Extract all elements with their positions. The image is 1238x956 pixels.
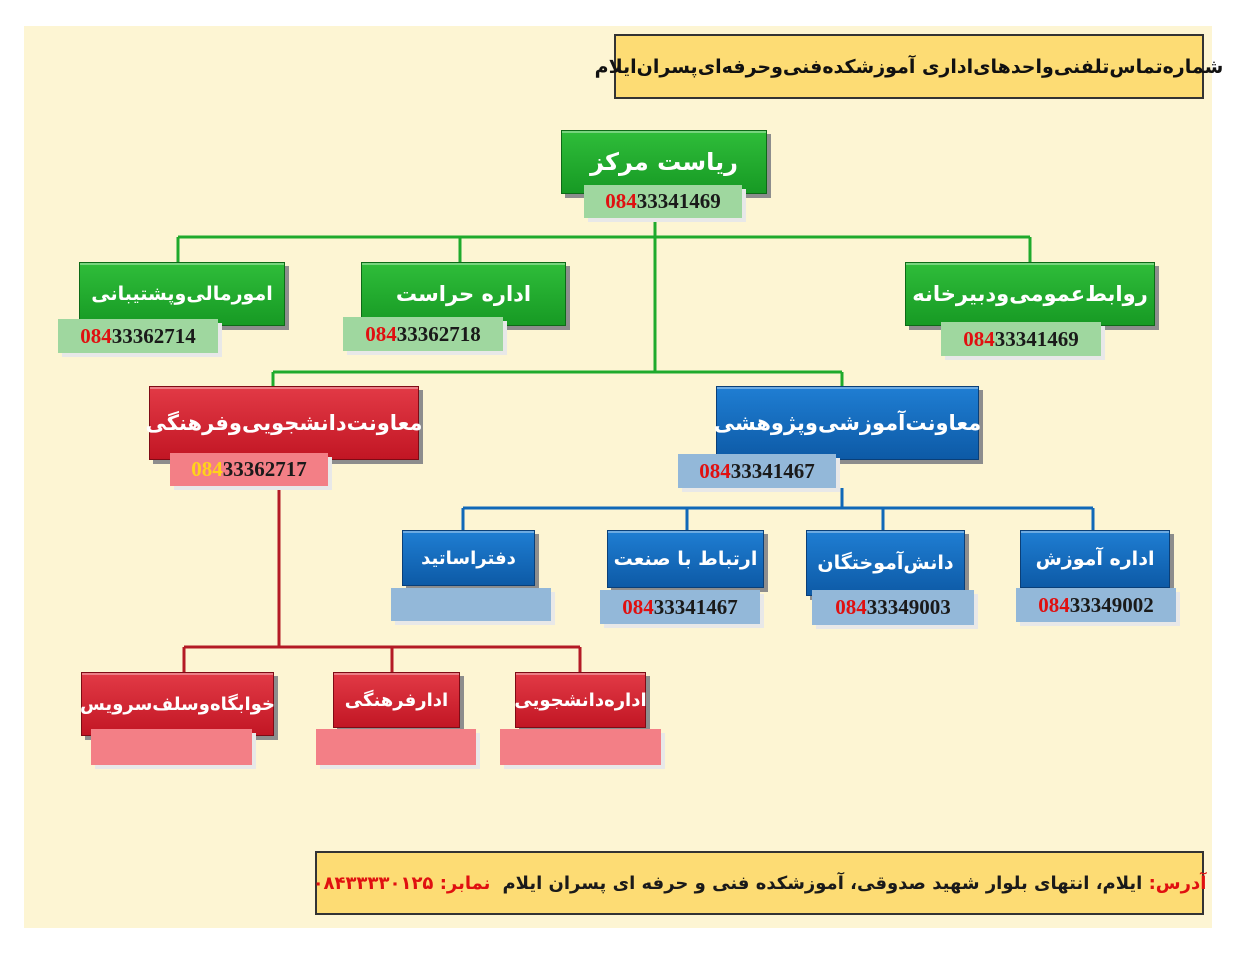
phone-dorm-food (91, 729, 252, 765)
node-public-relations: روابط‌عمومی‌ودبیرخانه (905, 262, 1155, 326)
node-dorm-food: خوابگاه‌وسلف‌سرویس (80, 672, 275, 736)
node-cultural-office: ادارفرهنگی (333, 672, 460, 728)
phone-cultural-office (316, 729, 476, 765)
footer-fax: نمابر: ۰۸۴۳۳۳۳۰۱۲۵ (312, 872, 491, 894)
node-student-office: اداره‌دانشجویی (514, 672, 647, 728)
node-student-affairs: معاونت‌دانشجویی‌وفرهنگی (145, 386, 423, 460)
phone-student-office (500, 729, 661, 765)
node-education-affairs: معاونت‌آموزشی‌وپژوهشی (714, 386, 981, 460)
node-industry-relations: ارتباط با صنعت (607, 530, 764, 588)
node-education-office: اداره آموزش (1020, 530, 1170, 588)
chart-title-banner: شماره‌تماس‌تلفنی‌واحدهای‌اداری آموزشکده‌… (595, 34, 1223, 99)
node-president: ریاست مرکز (561, 130, 767, 194)
node-finance: امورمالی‌وپشتیبانی (79, 262, 285, 326)
node-alumni: دانش‌آموختگان (806, 530, 965, 596)
node-security: اداره حراست (361, 262, 566, 326)
phone-faculty-office (391, 588, 551, 621)
footer-address-banner: آدرس: ایلام، انتهای بلوار شهید صدوقی، آم… (312, 851, 1207, 915)
footer-address: آدرس: ایلام، انتهای بلوار شهید صدوقی، آم… (502, 872, 1207, 894)
chart-title: شماره‌تماس‌تلفنی‌واحدهای‌اداری آموزشکده‌… (594, 55, 1224, 78)
node-faculty-office: دفتراساتید (402, 530, 535, 586)
